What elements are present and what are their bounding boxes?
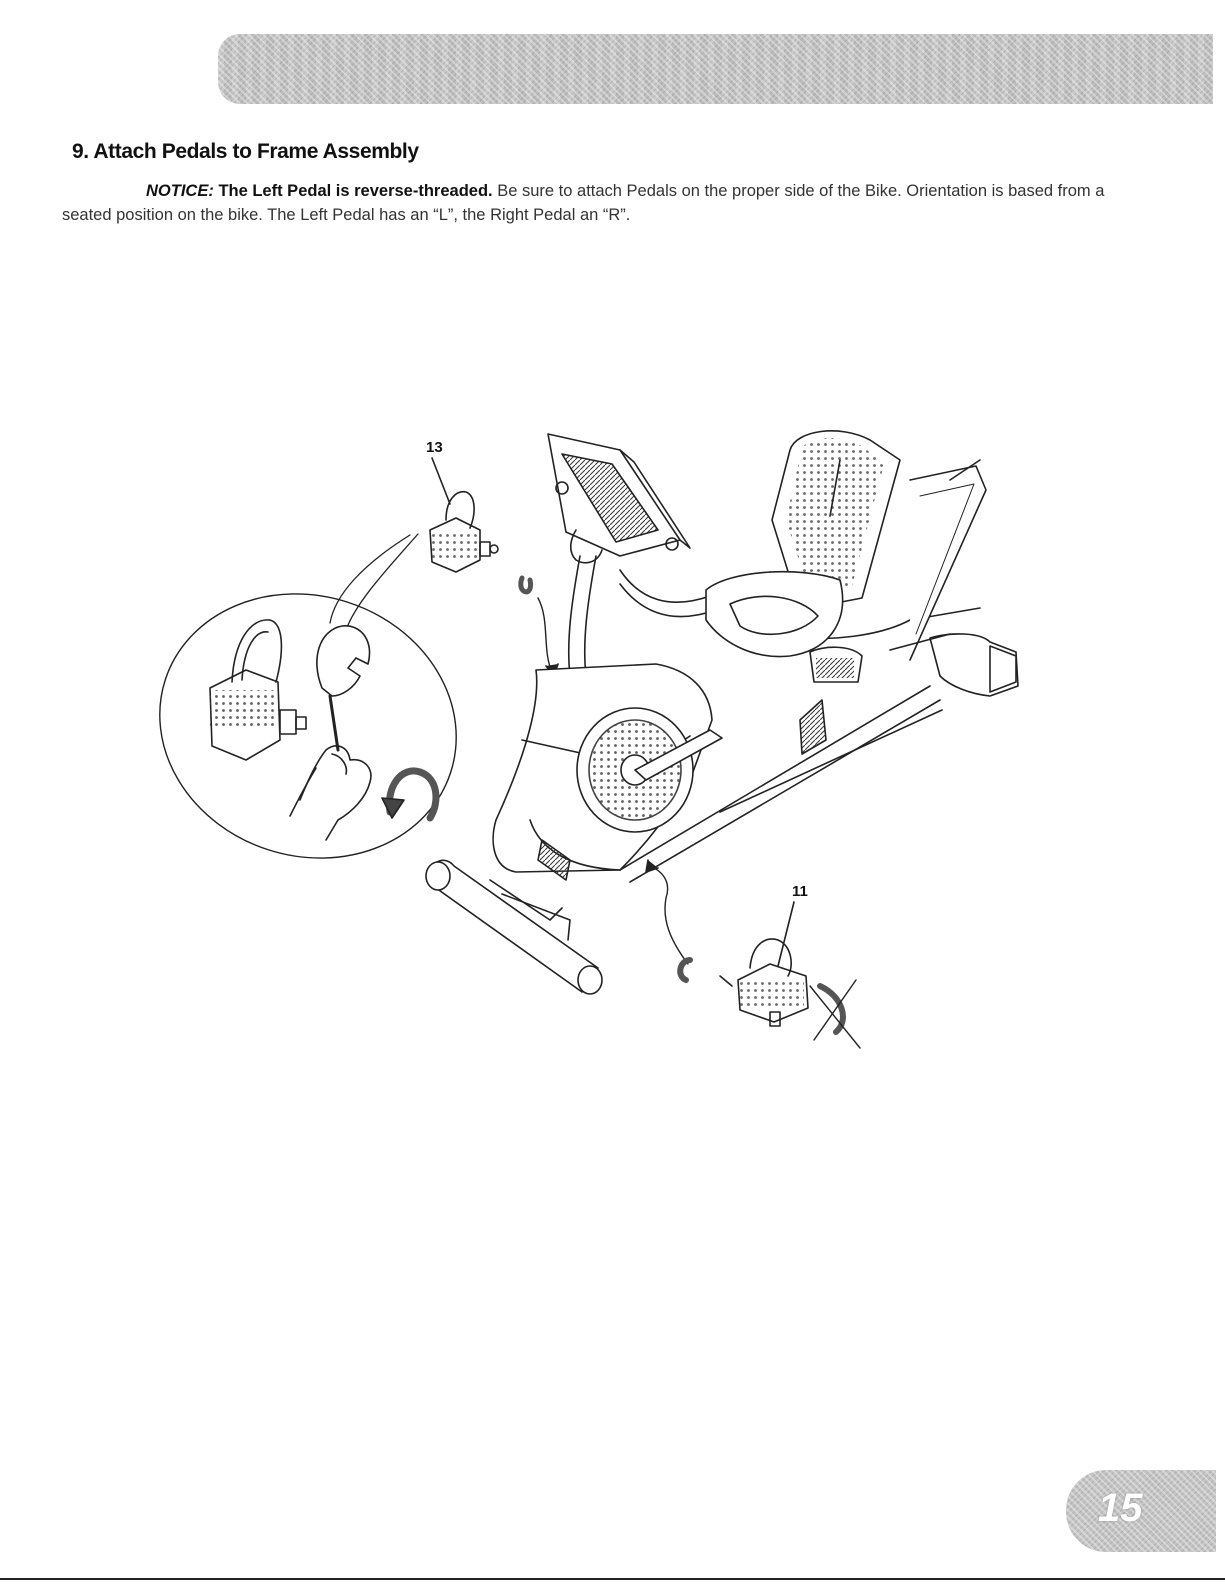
console xyxy=(548,434,690,556)
wrench-detail-callout xyxy=(150,534,491,896)
header-band xyxy=(218,34,1213,104)
page-number-tab: 15 xyxy=(1066,1470,1216,1552)
front-stabilizer xyxy=(426,860,602,994)
pedal-assembly-diagram: 13 11 xyxy=(150,420,1050,1050)
notice-paragraph: NOTICE: The Left Pedal is reverse-thread… xyxy=(62,179,1142,227)
bottom-rule xyxy=(0,1578,1225,1580)
notice-lead: The Left Pedal is reverse-threaded. xyxy=(218,182,492,200)
frame-shroud xyxy=(493,664,826,880)
left-pedal-13 xyxy=(430,458,498,572)
callout-11: 11 xyxy=(792,883,808,900)
notice-keyword: NOTICE: xyxy=(146,182,214,200)
callout-13: 13 xyxy=(426,439,443,456)
right-pedal-11 xyxy=(720,902,808,1026)
step-title: 9. Attach Pedals to Frame Assembly xyxy=(72,140,419,164)
page-number: 15 xyxy=(1098,1486,1143,1531)
